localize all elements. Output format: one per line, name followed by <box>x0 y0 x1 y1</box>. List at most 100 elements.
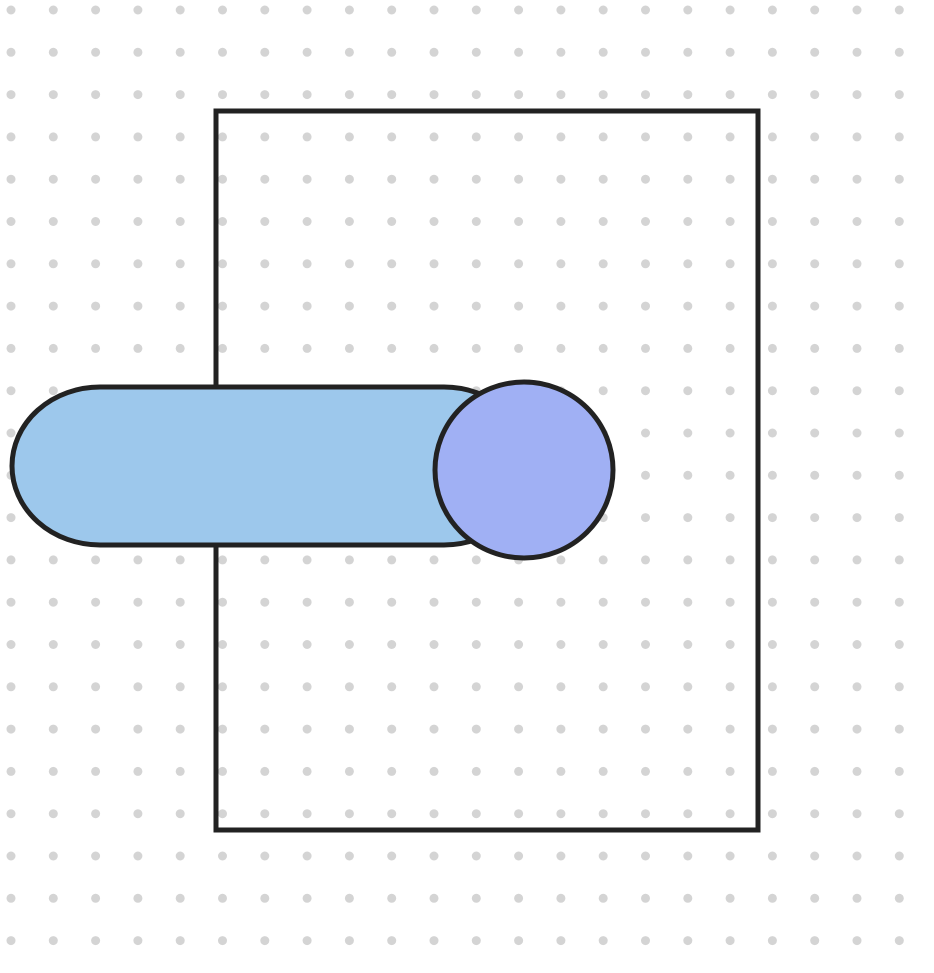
grid-dot <box>894 851 904 861</box>
grid-dot <box>683 766 693 776</box>
grid-dot <box>175 555 185 565</box>
grid-dot <box>810 513 820 523</box>
grid-dot <box>6 386 16 396</box>
grid-dot <box>48 301 58 311</box>
grid-dot <box>767 386 777 396</box>
grid-dot <box>471 766 481 776</box>
grid-dot <box>218 640 227 649</box>
grid-dot <box>641 90 650 100</box>
grid-dot <box>767 682 777 692</box>
grid-dot <box>514 90 524 100</box>
grid-dot <box>6 132 16 142</box>
grid-dot <box>852 47 862 57</box>
grid-dot <box>6 259 16 269</box>
grid-dot <box>767 936 777 946</box>
grid-dot <box>175 343 185 353</box>
grid-dot <box>598 343 608 353</box>
grid-dot <box>429 47 439 57</box>
grid-dot <box>852 132 862 142</box>
grid-dot <box>852 513 862 523</box>
grid-dot <box>387 343 397 353</box>
grid-dot <box>810 132 820 142</box>
grid-dot <box>852 766 862 776</box>
knob-circle[interactable] <box>432 379 616 561</box>
grid-dot <box>429 809 439 819</box>
grid-dot <box>175 132 185 142</box>
grid-dot <box>556 301 566 311</box>
grid-dot <box>514 851 524 861</box>
grid-dot <box>894 682 904 692</box>
grid-dot <box>6 936 16 946</box>
grid-dot <box>91 936 101 946</box>
grid-dot <box>894 132 904 142</box>
grid-dot <box>91 724 101 734</box>
grid-dot <box>91 851 101 861</box>
grid-dot <box>810 893 820 903</box>
grid-dot <box>260 766 270 776</box>
grid-dot <box>767 259 777 269</box>
grid-dot <box>852 174 862 184</box>
grid-dot <box>175 217 185 226</box>
grid-dot <box>514 174 524 184</box>
grid-dot <box>429 132 439 142</box>
grid-dot <box>302 682 312 692</box>
grid-dot <box>260 724 270 734</box>
grid-dot <box>810 597 820 607</box>
grid-dot <box>514 47 524 57</box>
grid-dot <box>725 513 735 523</box>
grid-dot <box>514 5 524 15</box>
grid-dot <box>810 809 820 819</box>
grid-dot <box>91 259 101 269</box>
grid-dot <box>471 259 481 269</box>
grid-dot <box>387 174 397 184</box>
grid-dot <box>471 597 481 607</box>
grid-dot <box>6 5 16 15</box>
grid-dot <box>429 766 439 776</box>
grid-dot <box>133 936 143 946</box>
grid-dot <box>598 217 608 226</box>
grid-dot <box>725 5 735 15</box>
grid-dot <box>725 428 735 438</box>
grid-dot <box>91 5 101 15</box>
grid-dot <box>218 555 227 565</box>
grid-dot <box>894 809 904 819</box>
grid-dot <box>429 682 439 692</box>
grid-dot <box>852 597 862 607</box>
grid-dot <box>387 682 397 692</box>
grid-dot <box>175 259 185 269</box>
grid-dot <box>683 174 693 184</box>
grid-dot <box>556 766 566 776</box>
grid-dot <box>91 90 101 100</box>
grid-dot <box>175 90 185 100</box>
grid-dot <box>302 47 312 57</box>
grid-dot <box>641 682 650 692</box>
grid-dot <box>91 809 101 819</box>
grid-dot <box>514 343 524 353</box>
grid-dot <box>894 5 904 15</box>
grid-dot <box>683 470 693 480</box>
grid-dot <box>387 724 397 734</box>
grid-dot <box>598 90 608 100</box>
grid-dot <box>556 217 566 226</box>
grid-dot <box>894 470 904 480</box>
grid-dot <box>387 597 397 607</box>
grid-dot <box>260 809 270 819</box>
grid-dot <box>218 809 227 819</box>
grid-dot <box>641 893 650 903</box>
grid-dot <box>91 301 101 311</box>
grid-dot <box>260 259 270 269</box>
grid-dot <box>133 640 143 649</box>
grid-dot <box>6 428 16 438</box>
grid-dot <box>260 301 270 311</box>
grid-dot <box>218 851 227 861</box>
grid-dot <box>514 640 524 649</box>
grid-dot <box>894 386 904 396</box>
grid-dot <box>218 682 227 692</box>
grid-dot <box>429 174 439 184</box>
grid-dot <box>725 851 735 861</box>
grid-dot <box>133 851 143 861</box>
grid-dot <box>725 174 735 184</box>
grid-dot <box>133 217 143 226</box>
grid-dot <box>218 90 227 100</box>
grid-dot <box>91 174 101 184</box>
